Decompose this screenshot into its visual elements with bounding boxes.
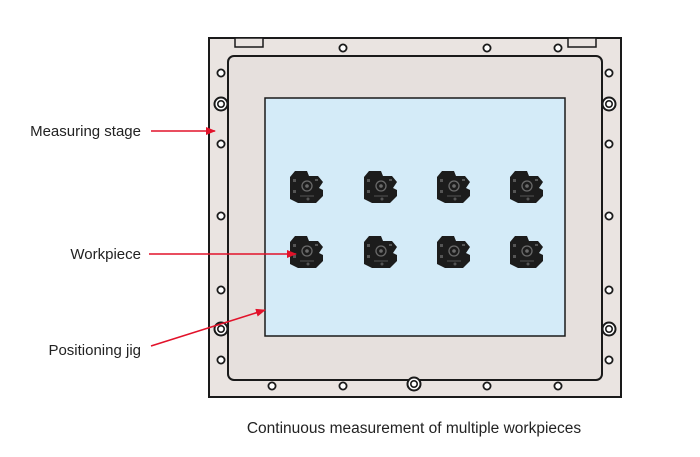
- caption: Continuous measurement of multiple workp…: [247, 420, 582, 437]
- label-measuring-stage: Measuring stage: [30, 123, 141, 140]
- workpiece: [437, 171, 470, 203]
- mounting-hole-icon: [604, 211, 614, 221]
- workpiece: [364, 236, 397, 268]
- workpiece-grid: [290, 171, 543, 268]
- mounting-hole-icon: [553, 43, 563, 53]
- workpiece: [290, 236, 323, 268]
- mounting-hole-icon: [604, 68, 614, 78]
- workpiece: [364, 171, 397, 203]
- mounting-hole-icon: [216, 285, 226, 295]
- mounting-hole-icon: [482, 43, 492, 53]
- mounting-hole-icon: [338, 381, 348, 391]
- mounting-hole-icon: [601, 321, 617, 337]
- workpiece: [290, 171, 323, 203]
- workpiece: [510, 171, 543, 203]
- label-positioning-jig: Positioning jig: [48, 342, 141, 359]
- mounting-hole-icon: [604, 285, 614, 295]
- stage-top-tab-right: [567, 37, 597, 48]
- positioning-jig: [264, 97, 566, 337]
- mounting-hole-icon: [604, 355, 614, 365]
- mounting-hole-icon: [213, 96, 229, 112]
- mounting-hole-icon: [482, 381, 492, 391]
- mounting-hole-icon: [406, 376, 422, 392]
- mounting-hole-icon: [338, 43, 348, 53]
- label-workpiece: Workpiece: [70, 246, 141, 263]
- mounting-hole-icon: [604, 139, 614, 149]
- workpiece: [510, 236, 543, 268]
- stage-top-tab-left: [234, 37, 264, 48]
- mounting-holes: [213, 43, 617, 392]
- jig-arrow: [150, 308, 266, 347]
- mounting-hole-icon: [216, 139, 226, 149]
- mounting-hole-icon: [216, 355, 226, 365]
- mounting-hole-icon: [553, 381, 563, 391]
- mounting-hole-icon: [216, 68, 226, 78]
- mounting-hole-icon: [601, 96, 617, 112]
- workpiece: [437, 236, 470, 268]
- mounting-hole-icon: [216, 211, 226, 221]
- mounting-hole-icon: [267, 381, 277, 391]
